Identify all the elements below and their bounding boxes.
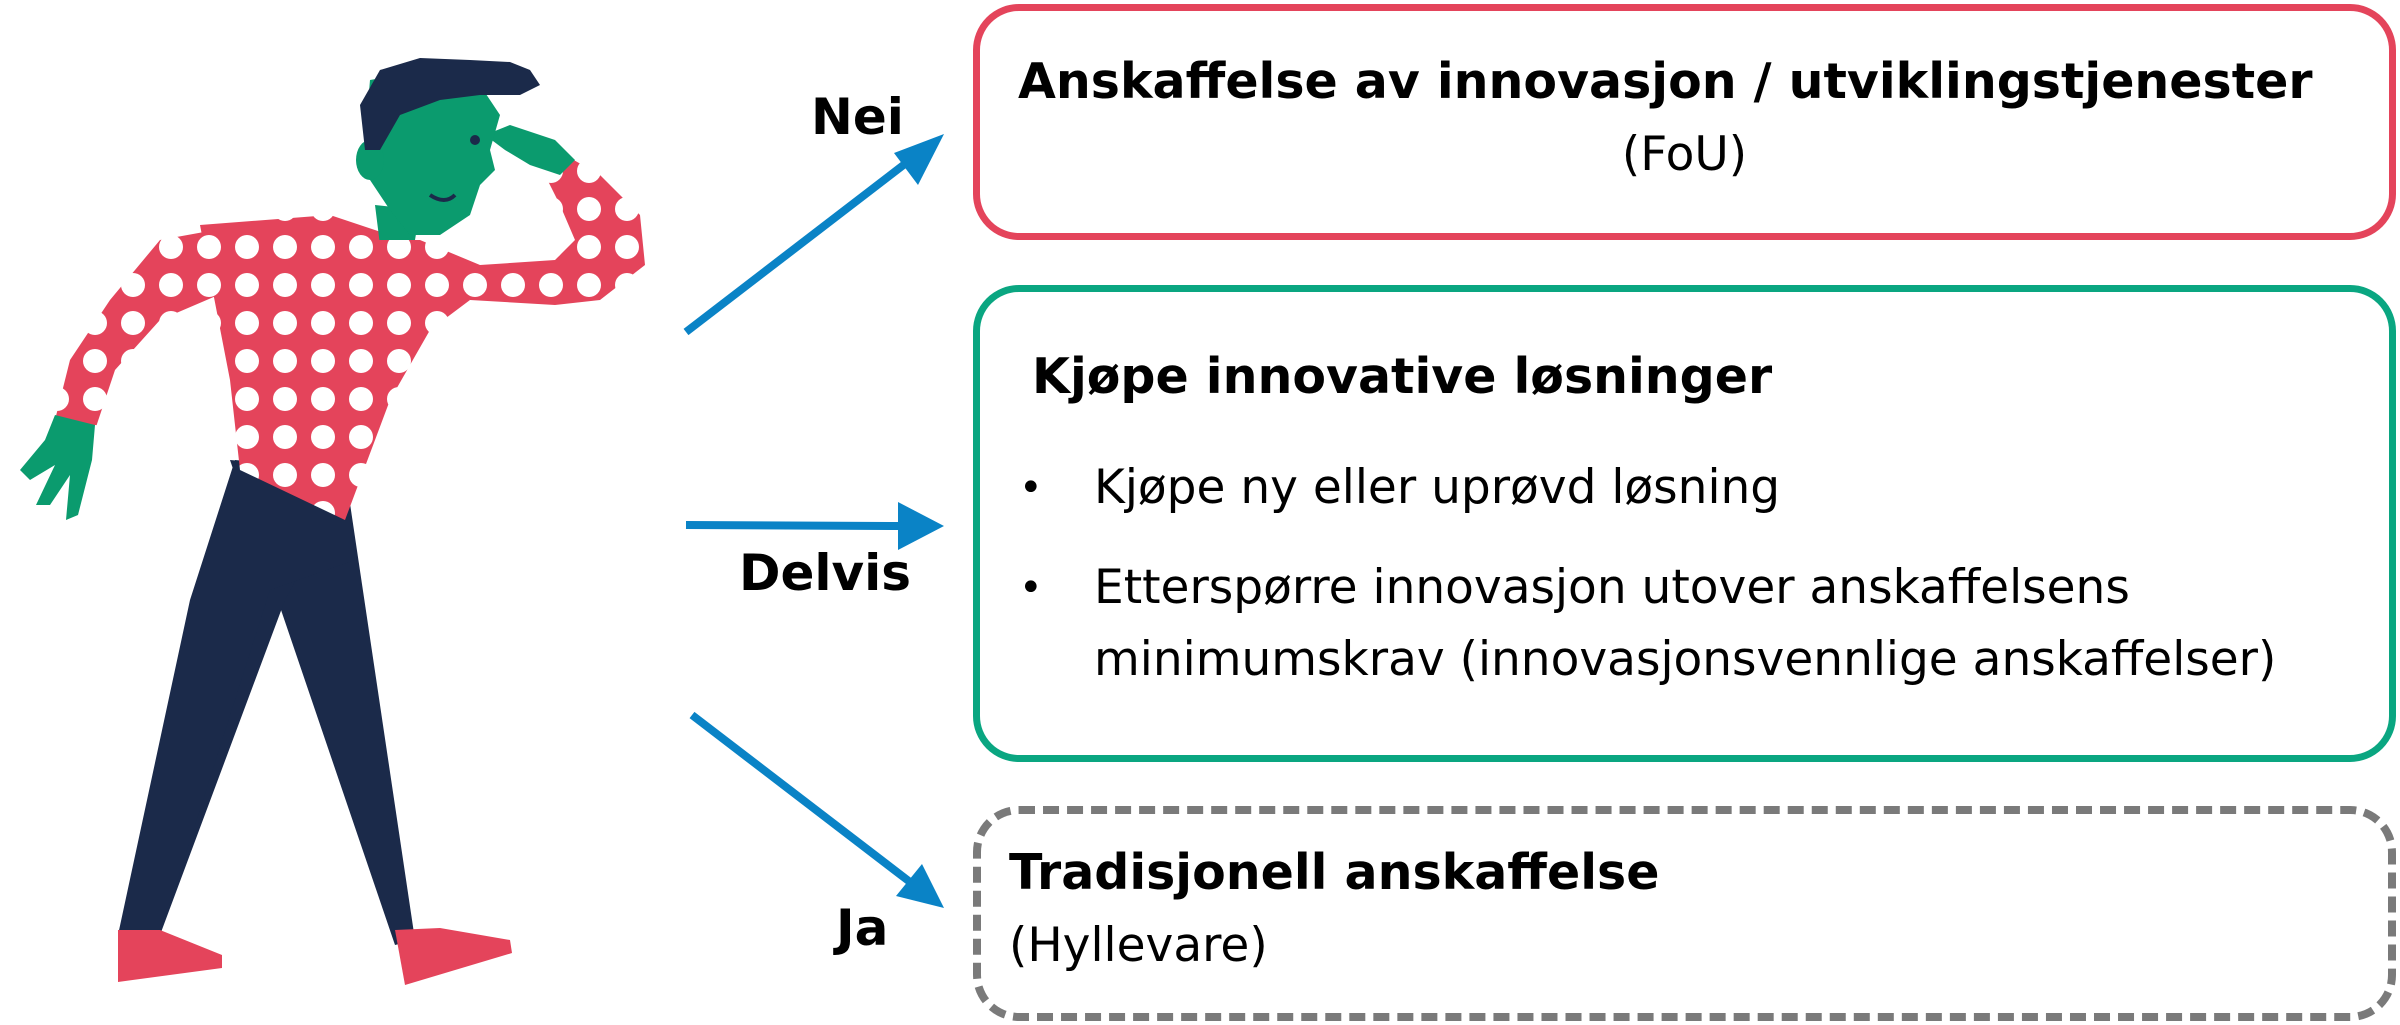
- bullet-icon: •: [1019, 465, 1043, 511]
- fou-subtitle: (FoU): [1621, 127, 1748, 182]
- fou-title: Anskaffelse av innovasjon / utviklingstj…: [1018, 53, 2313, 110]
- bullet-icon: •: [1019, 565, 1043, 611]
- arrow-delvis: [685, 502, 944, 550]
- innovative-title: Kjøpe innovative løsninger: [1032, 348, 1773, 405]
- list-item: • Kjøpe ny eller uprøvd løsning: [1019, 452, 2344, 524]
- arrow-ja: [689, 711, 944, 908]
- outcome-box-innovative: Kjøpe innovative løsninger • Kjøpe ny el…: [973, 285, 2396, 762]
- innovative-bullet-list: • Kjøpe ny eller uprøvd løsning • Etters…: [1019, 452, 2344, 724]
- bullet-text: Etterspørre innovasjon utover anskaffels…: [1094, 560, 2277, 687]
- arrow-label-nei: Nei: [811, 88, 904, 146]
- traditional-title: Tradisjonell anskaffelse: [1009, 844, 1660, 901]
- bullet-text: Kjøpe ny eller uprøvd løsning: [1094, 460, 1781, 515]
- arrow-nei: [683, 134, 944, 336]
- traditional-subtitle: (Hyllevare): [1009, 918, 1268, 973]
- outcome-box-fou: Anskaffelse av innovasjon / utviklingstj…: [973, 4, 2396, 240]
- arrow-label-ja: Ja: [836, 899, 889, 957]
- arrow-label-delvis: Delvis: [739, 544, 912, 602]
- thinking-person-icon: [20, 58, 645, 985]
- outcome-box-traditional: Tradisjonell anskaffelse (Hyllevare): [973, 806, 2396, 1021]
- list-item: • Etterspørre innovasjon utover anskaffe…: [1019, 552, 2344, 696]
